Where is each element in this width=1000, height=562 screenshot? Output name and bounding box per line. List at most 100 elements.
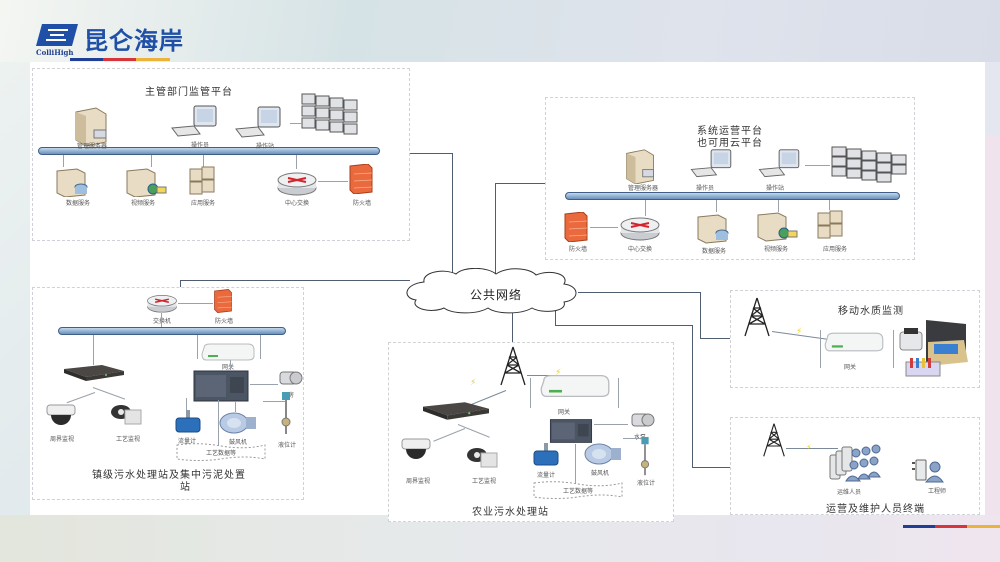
link-line [290, 123, 302, 124]
link-line [235, 402, 236, 412]
node-label: 操作站 [765, 185, 785, 192]
authority-platform-title: 主管部门监管平台 [145, 87, 233, 98]
flow-meter-icon [175, 410, 201, 433]
link-line [250, 384, 278, 385]
core-switch-router-icon [277, 172, 317, 196]
nvr-recorder-icon [64, 365, 124, 381]
node-label: 视频服务 [130, 200, 156, 207]
node-label: 网关 [557, 409, 571, 416]
link-line [410, 153, 452, 154]
nvr-recorder-icon [423, 402, 489, 420]
video-server-icon [126, 168, 167, 197]
video-server-icon [757, 212, 798, 242]
node-label: 防火墙 [568, 246, 588, 253]
application-server-icon [817, 210, 843, 239]
node-label: 流量计 [536, 472, 556, 479]
cell-tower-icon [500, 346, 526, 386]
link-line [692, 325, 693, 467]
data-server-icon [56, 168, 88, 197]
link-line [178, 303, 213, 304]
level-gauge-icon [281, 392, 291, 434]
node-label: 应用服务 [822, 246, 848, 253]
link-line [230, 360, 231, 370]
node-label: 网关 [843, 364, 857, 371]
application-server-icon [189, 166, 215, 195]
link-line [161, 313, 162, 327]
water-quality-analyzer-icon [899, 320, 968, 377]
link-line [778, 200, 779, 212]
link-line [180, 280, 181, 290]
link-line [495, 183, 496, 281]
node-label: 中心交换 [627, 246, 653, 253]
brand-name-cn: 昆仑海岸 [84, 26, 184, 55]
node-label: 防火墙 [214, 318, 234, 325]
operation-platform-title-1: 系统运营平台 [697, 126, 763, 137]
link-line [578, 292, 700, 293]
node-label: 管理服务器 [627, 185, 659, 192]
operator-workstation-icon [690, 149, 732, 178]
link-line [263, 401, 285, 402]
switch-router-icon [147, 294, 177, 313]
node-label: 管理服务器 [76, 143, 108, 150]
link-line [197, 335, 198, 359]
operation-platform-title-2: 也可用云平台 [697, 138, 763, 149]
maintenance-staff-icon [829, 444, 881, 482]
footer-background [0, 515, 1000, 562]
firewall-icon [214, 289, 232, 313]
link-line [186, 398, 187, 412]
node-label: 数据服务 [701, 248, 727, 255]
gateway-icon [824, 332, 884, 352]
bracket-label: 工艺数据等 [562, 488, 594, 495]
level-gauge-icon [640, 437, 650, 476]
node-label: 应用服务 [190, 200, 216, 207]
rural-station-box [388, 342, 674, 522]
lightning-icon: ⚡ [796, 327, 803, 337]
node-label: 操作站 [255, 143, 275, 150]
firewall-icon [564, 212, 588, 242]
accent-bar-bottom [903, 525, 1000, 528]
link-line [151, 155, 152, 167]
dome-camera-icon [401, 438, 431, 459]
brand-name-en: ColliHigh [36, 48, 74, 57]
link-line [829, 200, 830, 210]
bullet-camera-icon [111, 405, 142, 425]
node-label: 防火墙 [352, 200, 372, 207]
node-label: 工艺监视 [115, 436, 141, 443]
management-server-icon [626, 149, 654, 184]
bracket-label: 工艺数据等 [205, 450, 237, 457]
link-line [700, 338, 730, 339]
video-wall-icon [301, 93, 358, 135]
link-line [218, 400, 219, 446]
node-label: 交换机 [152, 318, 172, 325]
link-line [93, 335, 94, 365]
link-line [893, 330, 894, 368]
wireless-link [786, 448, 838, 449]
node-label: 流量计 [177, 438, 197, 445]
operator-station-icon [235, 106, 281, 138]
pump-icon [279, 371, 303, 385]
link-line [452, 153, 453, 281]
link-line [805, 165, 830, 166]
cell-tower-icon [744, 297, 770, 337]
data-server-icon [697, 214, 729, 244]
node-label: 液位计 [277, 442, 297, 449]
link-line [618, 378, 619, 408]
operation-lan-bus [565, 192, 900, 200]
side-decoration [985, 135, 1000, 515]
bullet-camera-icon [467, 448, 498, 468]
node-label: 数据服务 [65, 200, 91, 207]
link-line [716, 200, 717, 212]
blower-icon [219, 412, 256, 434]
link-line [495, 183, 545, 184]
node-label: 运维人员 [836, 489, 862, 496]
node-label: 网关 [221, 364, 235, 371]
flow-meter-icon [533, 443, 559, 466]
operator-station-icon [758, 149, 800, 178]
node-label: 鼓风机 [590, 470, 610, 477]
town-station-title-2: 站 [180, 482, 191, 493]
link-line [512, 305, 513, 342]
link-line [700, 292, 701, 338]
link-line [623, 438, 643, 439]
node-label: 中心交换 [284, 200, 310, 207]
lightning-icon: ⚡ [806, 443, 812, 452]
